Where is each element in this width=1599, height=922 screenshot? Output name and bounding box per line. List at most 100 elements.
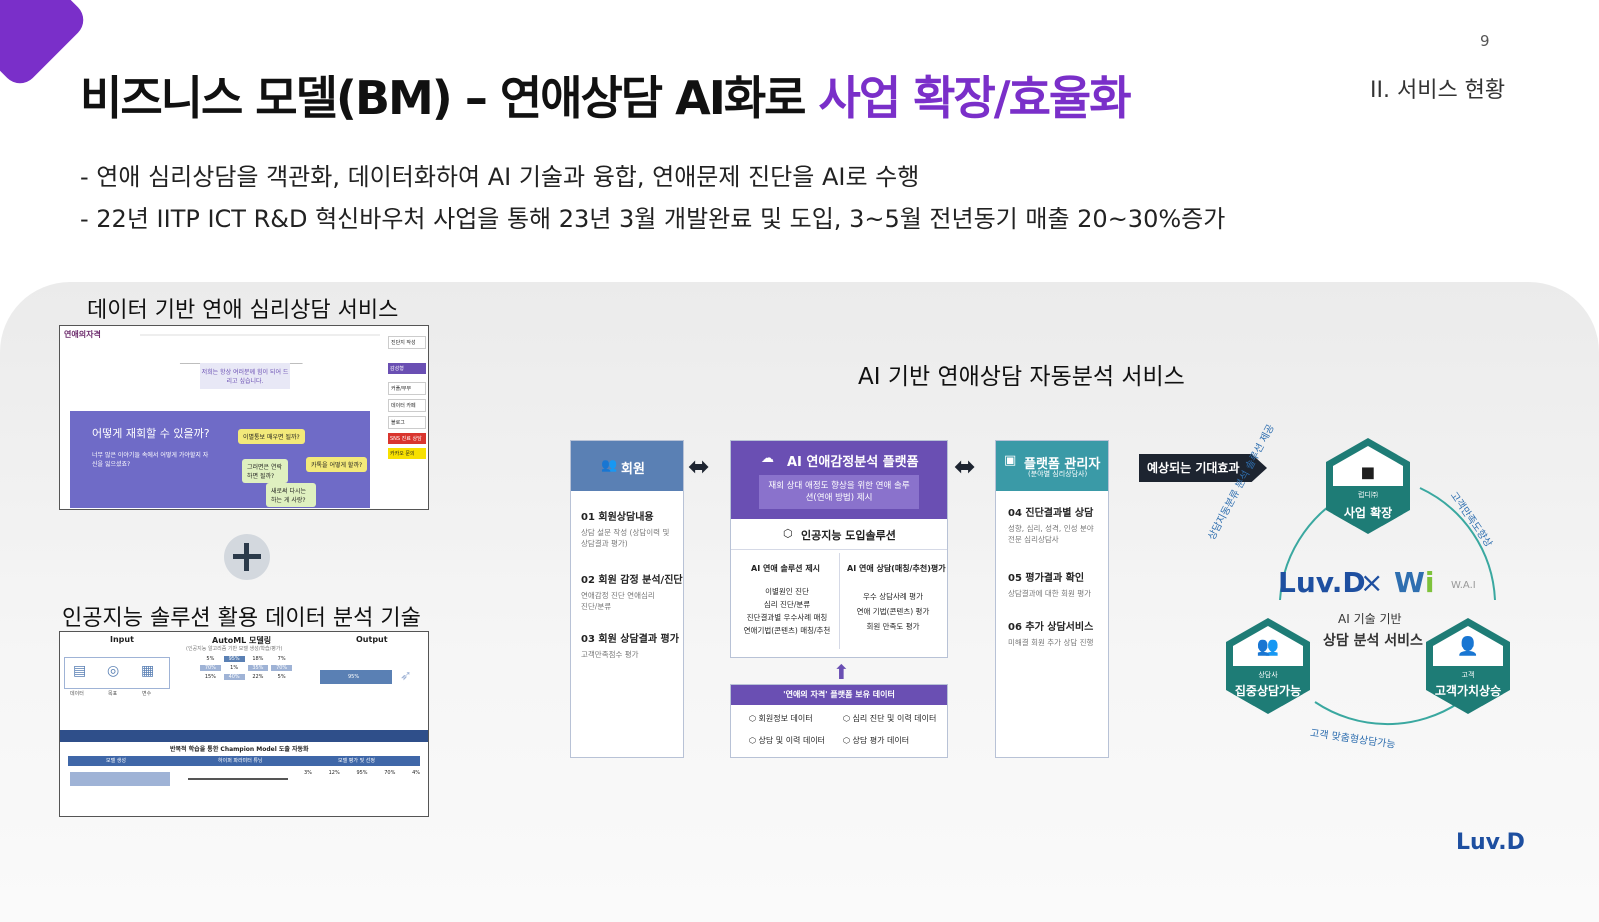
col1-item: 연애기법(콘텐츠) 매칭/추천 [743, 626, 831, 635]
member-header-label: 회원 [621, 462, 645, 477]
bubble-3: 카톡을 어떻게 할까? [306, 457, 368, 472]
step-3: 모델 평가 및 선정 [338, 758, 375, 764]
solution-label: 인공지능 도입솔루션 [801, 529, 896, 542]
admin-header-sub: (분야별 심리상담사) [1028, 470, 1088, 478]
bubble-2: 그러면은 연락하면 될까? [242, 459, 288, 483]
grid-cell: 7% [277, 656, 286, 662]
hex-business-label: 사업 확장 [1343, 506, 1393, 520]
hex-counselor-label: 집중상담가능 [1234, 684, 1302, 698]
grid-cell: 1% [230, 665, 239, 671]
eval-values: 3% 12% 95% 70% 4% [304, 770, 420, 776]
solution-col1-list: 이별원인 진단 심리 진단/분류 진단결과별 우수사례 매칭 연애기법(콘텐츠)… [737, 585, 837, 637]
hex-customer-small: 고객 [1461, 671, 1475, 679]
eval-value: 12% [328, 770, 340, 776]
grid-cell: 95% [223, 656, 245, 662]
site-hero: 어떻게 재회할 수 있을까? 너무 많은 이야기들 속에서 어떻게 가야할지 자… [70, 411, 370, 508]
member-box: 👥 회원 01 회원상담내용 상담 설문 작성 (상담이력 및 상담결과 평가)… [570, 440, 684, 758]
wai-logo-text: W.A.I [1451, 580, 1476, 591]
grid-cell: 5% [277, 674, 286, 680]
center-line-2: 상담 분석 서비스 [1323, 633, 1423, 649]
arc-right [1419, 487, 1496, 601]
solution-col2-title: AI 연애 상담(매칭/추천)평가 [847, 564, 946, 573]
automl-input-label: Input [110, 635, 134, 644]
data-box: '연애의 자격' 플랫폼 보유 데이터 ⬡ 회원정보 데이터 ⬡ 심리 진단 및… [730, 684, 948, 758]
admin-item-2-title: 05 평가결과 확인 [1008, 573, 1085, 584]
hex-customer: 👤 고객 고객가치상승 [1426, 618, 1510, 714]
box-icon: ◼ [1360, 462, 1376, 483]
automl-subtitle: (인공지능 알고리즘 기반 모델 생성/학습/평가) [186, 646, 283, 652]
grid-cell: 40% [223, 674, 245, 680]
grid-cell: 18% [252, 656, 264, 662]
service-screenshot: 연애의자격 __________________________________… [59, 325, 429, 510]
eval-value: 4% [412, 770, 420, 776]
label-counseling-service: 데이터 기반 연애 심리상담 서비스 [87, 298, 399, 323]
admin-header: ▣ 플랫폼 관리자 (분야별 심리상담사) [996, 441, 1108, 491]
automl-title: AutoML 모델링 [212, 636, 272, 645]
hex-counselor: 👥 상담사 집중상담가능 [1226, 618, 1310, 714]
double-arrow-icon: ⬌ [688, 452, 710, 482]
side-item-7[interactable]: 카카오 문의 [388, 448, 426, 459]
bubble-4: 새로써 다시는 하는 게 사랑? [266, 483, 316, 507]
bullet-2: - 22년 IITP ICT R&D 혁신바우처 사업을 통해 23년 3월 개… [80, 205, 1226, 233]
grid-icon: ▦ [141, 663, 155, 679]
eval-value: 95% [356, 770, 368, 776]
site-sidebar: 진단지 작성 감성형 커플/부부 데이터 카페 블로그 SNS 진료 상담 카카… [388, 332, 426, 463]
eval-value: 3% [304, 770, 312, 776]
admin-item-3-title: 06 추가 상담서비스 [1008, 622, 1094, 633]
site-banner-line: ________________________________________… [180, 358, 303, 364]
side-item-1[interactable]: 진단지 작성 [388, 336, 426, 349]
icon-label-data: 데이터 [70, 691, 84, 697]
title-highlight: 사업 확장/효율화 [818, 71, 1132, 125]
times-icon: × [1360, 566, 1384, 599]
eval-value: 70% [384, 770, 396, 776]
section-label: II. 서비스 현황 [1370, 78, 1506, 103]
member-item-2-title: 02 회원 감정 분석/진단 [581, 575, 683, 586]
up-arrow-icon: ⬆ [833, 660, 850, 684]
side-item-6[interactable]: SNS 진료 상담 [388, 433, 426, 444]
grid-cell: 70% [200, 665, 221, 671]
champion-model-title: 반복적 학습을 통한 Champion Model 도출 자동화 [170, 746, 309, 753]
step-2: 하이퍼 파라미터 튜닝 [218, 758, 263, 764]
platform-header: ☁ AI 연애감정분석 플랫폼 재회 상대 애정도 향상을 위한 연애 솔루션(… [731, 441, 947, 519]
wai-logo: Wi [1394, 566, 1435, 599]
side-item-2[interactable]: 감성형 [388, 363, 426, 374]
admin-box: ▣ 플랫폼 관리자 (분야별 심리상담사) 04 진단결과별 상담 성향, 심리… [995, 440, 1109, 758]
step-1: 모델 생성 [106, 758, 126, 764]
platform-box: ☁ AI 연애감정분석 플랫폼 재회 상대 애정도 향상을 위한 연애 솔루션(… [730, 440, 948, 658]
admin-item-1-title: 04 진단결과별 상담 [1008, 508, 1094, 519]
data-item: ⬡ 상담 평가 데이터 [843, 736, 910, 745]
bullet-1: - 연애 심리상담을 객관화, 데이터화하여 AI 기술과 융합, 연애문제 진… [80, 163, 920, 191]
automl-grid: 5% 95% 18% 7% 70% 1% 35% 70% 15% 40% 22%… [200, 656, 292, 680]
site-nav [140, 334, 380, 336]
model-blocks [70, 772, 170, 786]
hex-customer-label: 고객가치상승 [1434, 684, 1502, 698]
side-item-4[interactable]: 데이터 카페 [388, 399, 426, 412]
platform-header-label: AI 연애감정분석 플랫폼 [787, 455, 919, 470]
hex-band [1433, 666, 1503, 706]
person-icon: 👤 [1456, 636, 1480, 657]
bottom-band [60, 730, 428, 742]
grid-cell: 5% [206, 656, 215, 662]
col1-item: 심리 진단/분류 [763, 600, 811, 609]
expected-effect-tag: 예상되는 기대효과 [1139, 454, 1267, 482]
footer-logo: Luv.D [1456, 830, 1525, 855]
cube-icon: ⬡ [783, 527, 793, 540]
side-item-5[interactable]: 블로그 [388, 416, 426, 429]
plus-icon [224, 534, 270, 580]
data-item-label: 상담 평가 데이터 [852, 736, 910, 745]
data-item-label: 심리 진단 및 이력 데이터 [852, 714, 937, 723]
hex-business: ◼ 럽디㈜ 사업 확장 [1326, 438, 1410, 534]
hex-band [1333, 486, 1403, 526]
col1-item: 이별원인 진단 [765, 587, 809, 596]
admin-item-2-desc: 상담결과에 대한 회원 평가 [1008, 589, 1092, 598]
icon-label-variable: 변수 [142, 691, 152, 697]
data-item: ⬡ 상담 및 이력 데이터 [749, 736, 826, 745]
solution-col1-title: AI 연애 솔루션 제시 [751, 564, 821, 573]
side-item-3[interactable]: 커플/부부 [388, 382, 426, 395]
title-main: 비즈니스 모델(BM) – 연애상담 AI화로 [80, 71, 819, 125]
output-bar: 95% [320, 670, 392, 684]
member-item-2-desc: 연애감정 진단 연애심리 진단/분류 [581, 591, 655, 611]
hero-title: 어떻게 재회할 수 있을까? [92, 427, 210, 440]
input-icons: ▤ ◎ ▦ [64, 657, 170, 689]
group-icon: 👥 [1256, 636, 1280, 657]
